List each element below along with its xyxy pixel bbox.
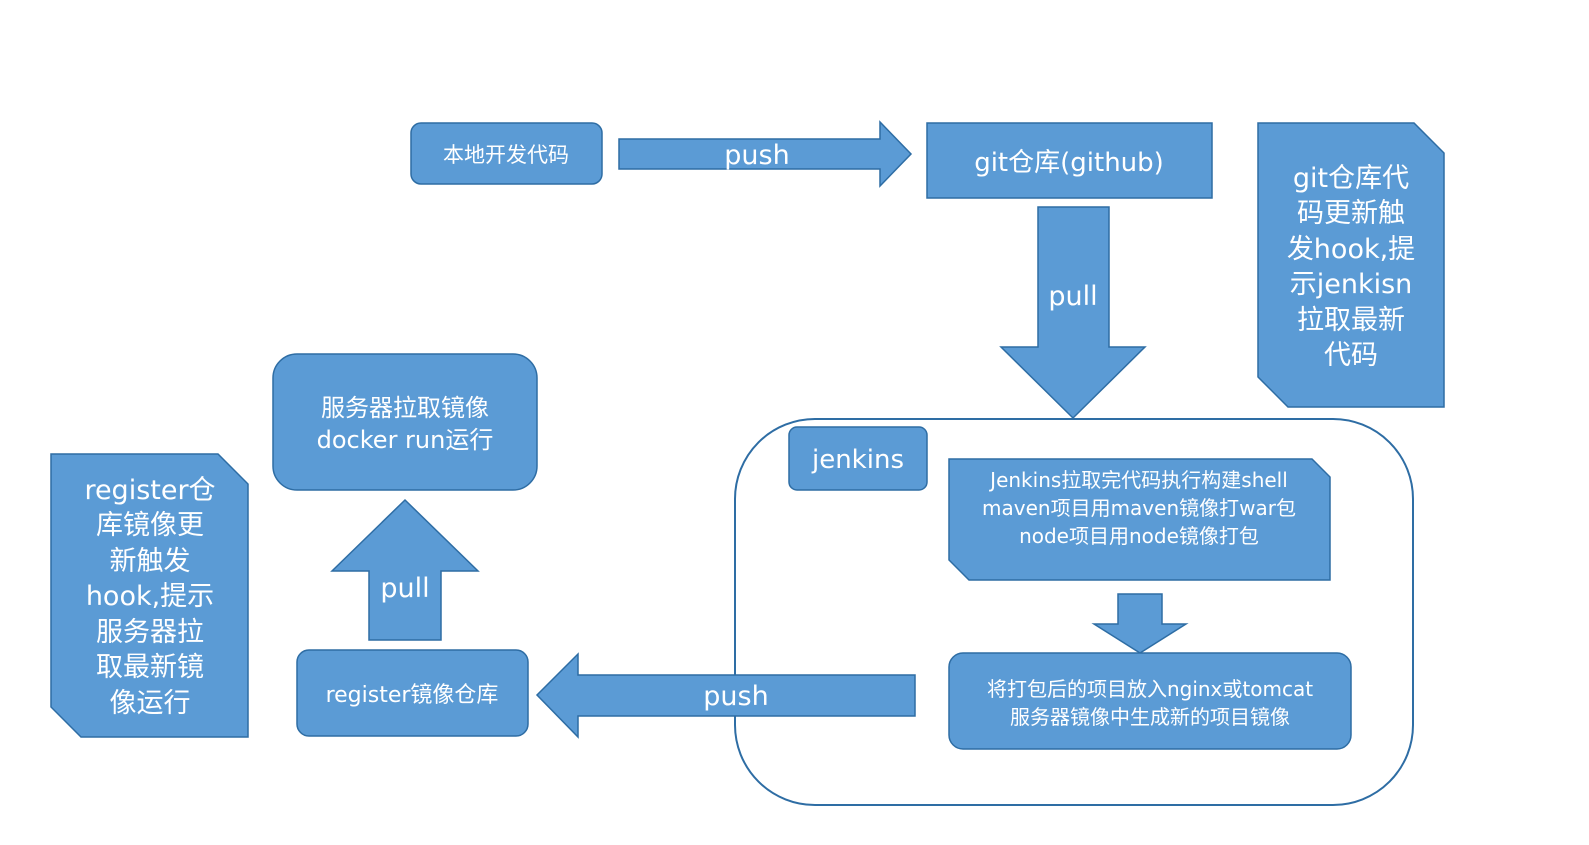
register-note-line-4: hook,提示 bbox=[86, 581, 214, 612]
push-label: push bbox=[703, 681, 768, 712]
server-line-2: docker run运行 bbox=[317, 426, 494, 454]
note-box bbox=[50, 453, 249, 738]
node-box bbox=[926, 122, 1213, 199]
node-label: register镜像仓库 bbox=[326, 683, 499, 708]
git-hook-note: git仓库代 码更新触 发hook,提 示jenkisn 拉取最新 代码 bbox=[1257, 122, 1445, 408]
server-line-1: 服务器拉取镜像 bbox=[321, 394, 489, 422]
build-line-3: node项目用node镜像打包 bbox=[1019, 524, 1259, 548]
node-label: 本地开发代码 bbox=[443, 143, 569, 167]
register-note-line-2: 库镜像更 bbox=[96, 510, 204, 541]
arrow-shape bbox=[618, 120, 913, 188]
build-to-package-arrow bbox=[1091, 593, 1189, 654]
node-box bbox=[296, 649, 529, 737]
node-box bbox=[948, 458, 1331, 581]
git-note-line-3: 发hook,提 bbox=[1287, 234, 1415, 265]
register-note-line-6: 取最新镜 bbox=[96, 652, 204, 683]
arrow-shape bbox=[330, 498, 480, 641]
pull-label: pull bbox=[380, 573, 429, 604]
node-box bbox=[410, 122, 603, 185]
build-line-2: maven项目用maven镜像打war包 bbox=[982, 496, 1296, 520]
note-box bbox=[1257, 122, 1445, 408]
git-note-line-2: 码更新触 bbox=[1297, 198, 1405, 229]
pull-arrow-to-jenkins: pull bbox=[999, 206, 1147, 420]
package-line-1: 将打包后的项目放入nginx或tomcat bbox=[987, 677, 1313, 701]
node-label: jenkins bbox=[811, 445, 904, 475]
package-line-2: 服务器镜像中生成新的项目镜像 bbox=[1010, 705, 1290, 729]
package-image-node: 将打包后的项目放入nginx或tomcat 服务器镜像中生成新的项目镜像 bbox=[948, 652, 1352, 750]
jenkins-node: jenkins bbox=[788, 426, 928, 491]
git-note-line-6: 代码 bbox=[1324, 340, 1378, 371]
arrow-shape bbox=[535, 652, 916, 739]
git-note-line-5: 拉取最新 bbox=[1297, 305, 1405, 336]
git-repo-node: git仓库(github) bbox=[926, 122, 1213, 199]
arrow-shape bbox=[999, 206, 1147, 420]
node-box bbox=[272, 353, 538, 491]
node-label: git仓库(github) bbox=[974, 148, 1164, 178]
build-line-1: Jenkins拉取完代码执行构建shell bbox=[988, 468, 1288, 492]
push-arrow-to-register: push bbox=[535, 652, 916, 739]
register-repo-node: register镜像仓库 bbox=[296, 649, 529, 737]
register-note-line-3: 新触发 bbox=[110, 546, 191, 577]
register-hook-note: register仓 库镜像更 新触发 hook,提示 服务器拉 取最新镜 像运行 bbox=[50, 453, 249, 738]
register-note-line-5: 服务器拉 bbox=[96, 617, 204, 648]
local-dev-node: 本地开发代码 bbox=[410, 122, 603, 185]
server-pull-node: 服务器拉取镜像 docker run运行 bbox=[272, 353, 538, 491]
register-note-line-1: register仓 bbox=[84, 475, 215, 506]
git-note-line-1: git仓库代 bbox=[1293, 163, 1409, 194]
register-note-line-7: 像运行 bbox=[110, 688, 191, 719]
jenkins-build-node: Jenkins拉取完代码执行构建shell maven项目用maven镜像打wa… bbox=[948, 458, 1331, 581]
node-box bbox=[788, 426, 928, 491]
push-label: push bbox=[724, 140, 789, 171]
node-box bbox=[948, 652, 1352, 750]
pull-label: pull bbox=[1048, 281, 1097, 312]
pull-arrow-to-server: pull bbox=[330, 498, 480, 641]
push-arrow-to-git: push bbox=[618, 120, 913, 188]
git-note-line-4: 示jenkisn bbox=[1290, 269, 1413, 300]
